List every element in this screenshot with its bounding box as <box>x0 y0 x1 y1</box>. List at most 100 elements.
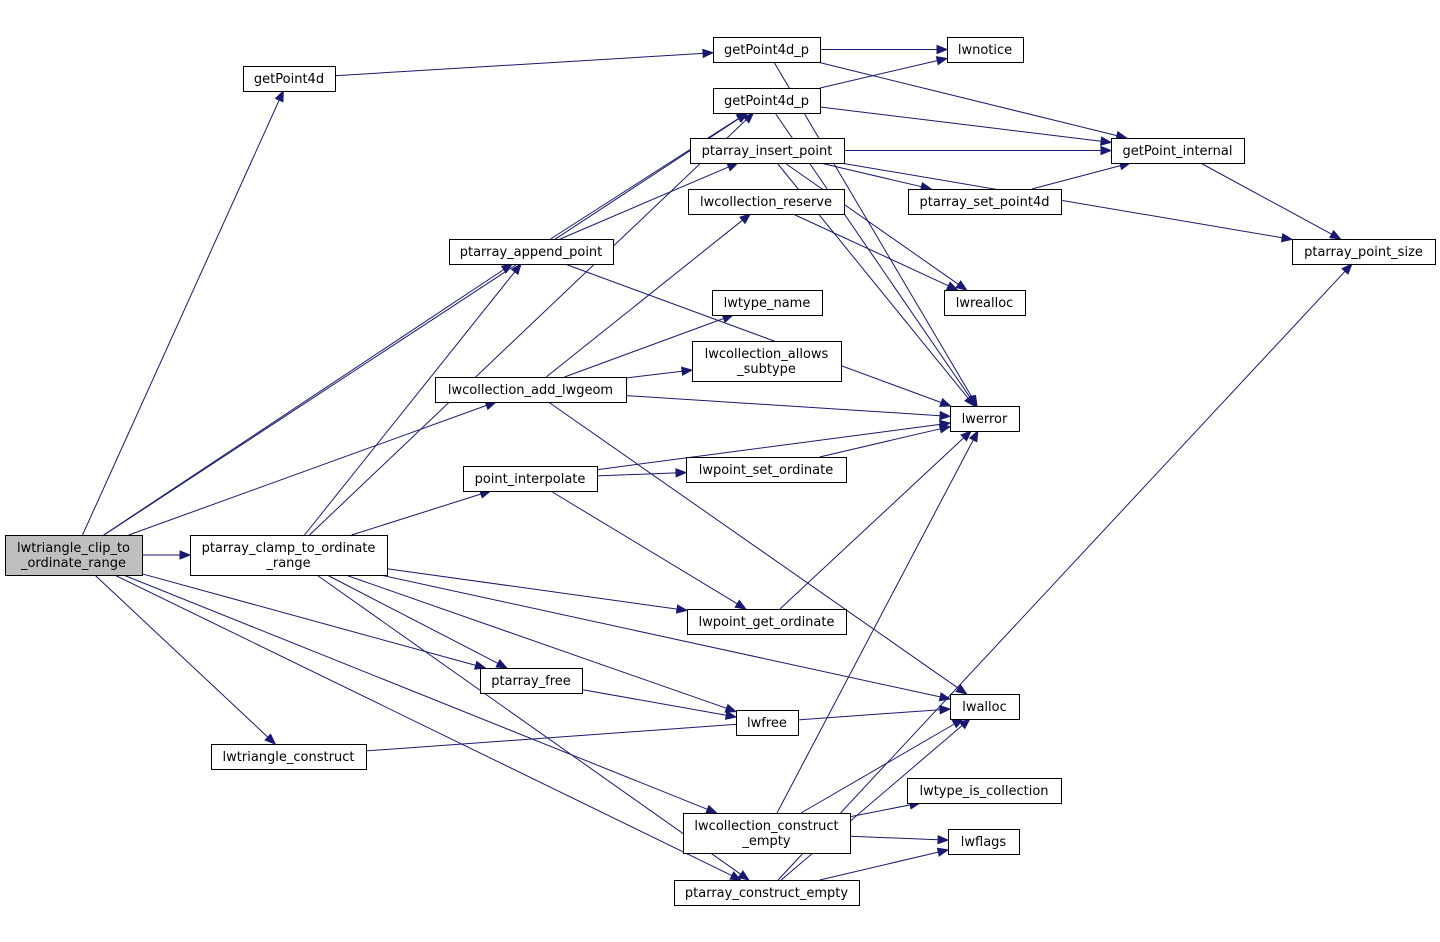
node-lwpoint-get-ordinate[interactable]: lwpoint_get_ordinate <box>687 609 847 635</box>
node-box <box>1292 239 1436 265</box>
edge-getPoint4d-to-getPoint4d_p_a <box>334 48 715 77</box>
node-label: getPoint4d_p <box>724 43 809 58</box>
node-ptarray-clamp[interactable]: ptarray_clamp_to_ordinate_range <box>190 535 388 576</box>
node-ptarray-construct-empty[interactable]: ptarray_construct_empty <box>674 880 860 906</box>
node-getPoint-internal[interactable]: getPoint_internal <box>1111 138 1245 164</box>
node-lwalloc[interactable]: lwalloc <box>950 694 1020 720</box>
node-lwpoint-set-ordinate[interactable]: lwpoint_set_ordinate <box>686 457 847 483</box>
node-label: ptarray_append_point <box>460 245 603 260</box>
edge-line <box>780 725 963 881</box>
arrowhead-icon <box>936 847 950 857</box>
edge-line <box>784 162 959 285</box>
edge-line <box>777 270 1346 881</box>
arrowhead-icon <box>724 710 738 720</box>
edge-ptarray_set_point4d-to-getPoint_internal <box>1031 161 1132 190</box>
node-lwtype-is-collection[interactable]: lwtype_is_collection <box>907 778 1062 804</box>
node-box <box>712 290 823 316</box>
node-box <box>690 138 845 164</box>
node-box <box>1111 138 1245 164</box>
edge-line <box>326 574 499 664</box>
node-label: lwflags <box>961 835 1007 850</box>
edge-ptarray_clamp-to-ptarray_construct_empty <box>316 574 750 881</box>
node-label: ptarray_clamp_to_ordinate <box>202 541 376 556</box>
edge-line <box>625 395 941 417</box>
node-label: lwcollection_construct <box>694 819 838 834</box>
edge-line <box>114 574 733 877</box>
node-lwerror[interactable]: lwerror <box>950 406 1020 432</box>
edge-line <box>545 219 743 378</box>
edge-line <box>596 423 941 471</box>
arrowhead-icon <box>264 733 277 745</box>
node-point-interpolate[interactable]: point_interpolate <box>463 466 598 492</box>
node-getPoint4d-p-b[interactable]: getPoint4d_p <box>713 88 821 114</box>
node-lwnotice[interactable]: lwnotice <box>947 37 1024 63</box>
edge-ptarray_clamp-to-lwfree <box>345 574 738 713</box>
edge-line <box>564 263 942 403</box>
node-lwcollection-allows[interactable]: lwcollection_allows_subtype <box>692 341 842 382</box>
edge-lwpoint_get_ordinate-to-lwerror <box>779 430 973 610</box>
edge-lwcollection_construct_empty-to-lwflags <box>849 834 950 845</box>
edge-getPoint4d_p_a-to-getPoint_internal <box>817 61 1128 141</box>
node-lwcollection-reserve[interactable]: lwcollection_reserve <box>688 189 845 215</box>
node-lwrealloc[interactable]: lwrealloc <box>944 290 1026 316</box>
edge-lwtriangle_clip-to-ptarray_free <box>141 573 487 670</box>
arrowhead-icon <box>675 468 688 478</box>
edge-line <box>596 472 677 477</box>
node-box <box>480 668 583 694</box>
edge-line <box>365 709 941 752</box>
edge-line <box>625 370 683 379</box>
edge-line <box>550 490 738 605</box>
node-box <box>688 189 845 215</box>
node-ptarray-append-point[interactable]: ptarray_append_point <box>449 239 614 265</box>
edge-ptarray_insert_point-to-getPoint_internal <box>844 145 1113 156</box>
edge-line <box>800 723 955 814</box>
node-lwtriangle-construct[interactable]: lwtriangle_construct <box>211 744 367 770</box>
node-lwcollection-add-lwgeom[interactable]: lwcollection_add_lwgeom <box>435 377 627 403</box>
node-label: ptarray_construct_empty <box>685 886 848 901</box>
edge-getPoint4d_p_b-to-lwnotice <box>819 56 949 89</box>
node-getPoint4d-p-a[interactable]: getPoint4d_p <box>713 37 821 63</box>
node-label: ptarray_insert_point <box>702 144 833 159</box>
edge-ptarray_construct_empty-to-lwalloc <box>780 718 971 881</box>
edge-getPoint4d_p_a-to-lwnotice <box>820 44 949 55</box>
node-box <box>944 290 1026 316</box>
node-label: lwcollection_allows <box>705 347 829 362</box>
edge-line <box>817 61 1118 137</box>
arrowhead-icon <box>742 112 755 124</box>
node-box <box>713 88 821 114</box>
edge-lwtriangle_clip-to-ptarray_construct_empty <box>114 574 743 881</box>
node-box <box>5 535 143 576</box>
node-box <box>947 37 1024 63</box>
arrowhead-icon <box>681 366 694 376</box>
edge-lwpoint_set_ordinate-to-lwerror <box>819 424 952 458</box>
node-lwfree[interactable]: lwfree <box>736 710 799 736</box>
edge-line <box>819 60 938 89</box>
edge-line <box>141 573 476 666</box>
node-box <box>449 239 614 265</box>
arrowhead-icon <box>958 718 971 730</box>
node-ptarray-insert-point[interactable]: ptarray_insert_point <box>690 138 845 164</box>
arrowhead-icon <box>495 659 508 669</box>
node-label: lwnotice <box>958 43 1012 58</box>
node-lwcollection-construct-empty[interactable]: lwcollection_construct_empty <box>683 813 851 854</box>
node-ptarray-free[interactable]: ptarray_free <box>480 668 583 694</box>
node-ptarray-point-size[interactable]: ptarray_point_size <box>1292 239 1436 265</box>
node-lwflags[interactable]: lwflags <box>948 829 1020 855</box>
node-box <box>463 466 598 492</box>
edge-line <box>304 271 516 536</box>
arrowhead-icon <box>955 684 968 695</box>
edge-lwcollection_construct_empty-to-lwerror <box>776 429 979 814</box>
node-getPoint4d[interactable]: getPoint4d <box>243 66 336 92</box>
node-ptarray-set-point4d[interactable]: ptarray_set_point4d <box>908 189 1062 215</box>
edge-line <box>334 52 704 77</box>
edge-lwcollection_add_lwgeom-to-lwcollection_reserve <box>545 213 752 378</box>
node-label: lwtype_name <box>724 296 811 311</box>
nodes-layer: lwtriangle_clip_to_ordinate_range getPoin… <box>5 37 1436 906</box>
edge-line <box>94 574 269 738</box>
node-box <box>686 457 847 483</box>
node-lwtriangle-clip[interactable]: lwtriangle_clip_to_ordinate_range <box>5 535 143 576</box>
node-lwtype-name[interactable]: lwtype_name <box>712 290 823 316</box>
edge-line <box>792 213 949 287</box>
edge-line <box>779 437 965 610</box>
